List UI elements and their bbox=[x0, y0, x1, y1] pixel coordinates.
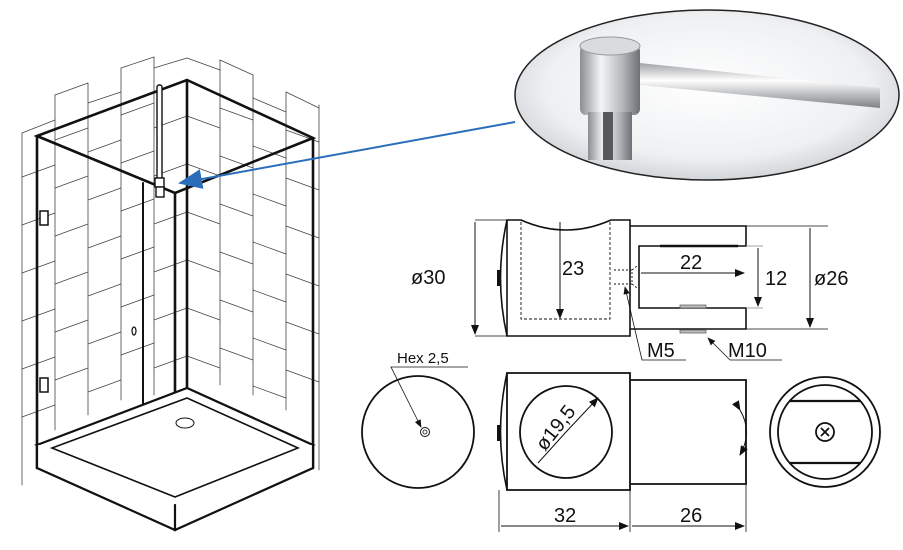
shower-tray bbox=[34, 386, 316, 532]
end-view-left bbox=[361, 366, 475, 489]
side-view bbox=[475, 219, 828, 361]
hex-socket-icon bbox=[420, 427, 430, 437]
dim-12: 12 bbox=[765, 268, 787, 290]
support-bar bbox=[154, 84, 165, 198]
dim-26: 26 bbox=[680, 505, 702, 527]
hinges bbox=[39, 210, 49, 393]
dim-22: 22 bbox=[680, 252, 702, 274]
label-hex: Hex 2,5 bbox=[397, 350, 449, 367]
wall-tiles bbox=[21, 56, 320, 486]
dim-d26: ø26 bbox=[814, 268, 848, 290]
end-view-right bbox=[769, 376, 881, 488]
front-view bbox=[497, 372, 748, 532]
label-m5: M5 bbox=[647, 340, 675, 362]
label-m10: M10 bbox=[728, 340, 767, 362]
product-photo bbox=[514, 9, 900, 181]
callout-arrow bbox=[178, 121, 516, 189]
dim-23: 23 bbox=[562, 258, 584, 280]
drain-icon bbox=[175, 417, 195, 429]
shower-enclosure bbox=[21, 56, 320, 532]
screw-icon bbox=[815, 422, 835, 442]
rotation-arrow-icon bbox=[731, 400, 748, 456]
dim-32: 32 bbox=[554, 505, 576, 527]
dim-d19-5: ø19,5 bbox=[532, 401, 581, 455]
dim-d30: ø30 bbox=[411, 267, 445, 289]
door-knob bbox=[131, 326, 137, 336]
